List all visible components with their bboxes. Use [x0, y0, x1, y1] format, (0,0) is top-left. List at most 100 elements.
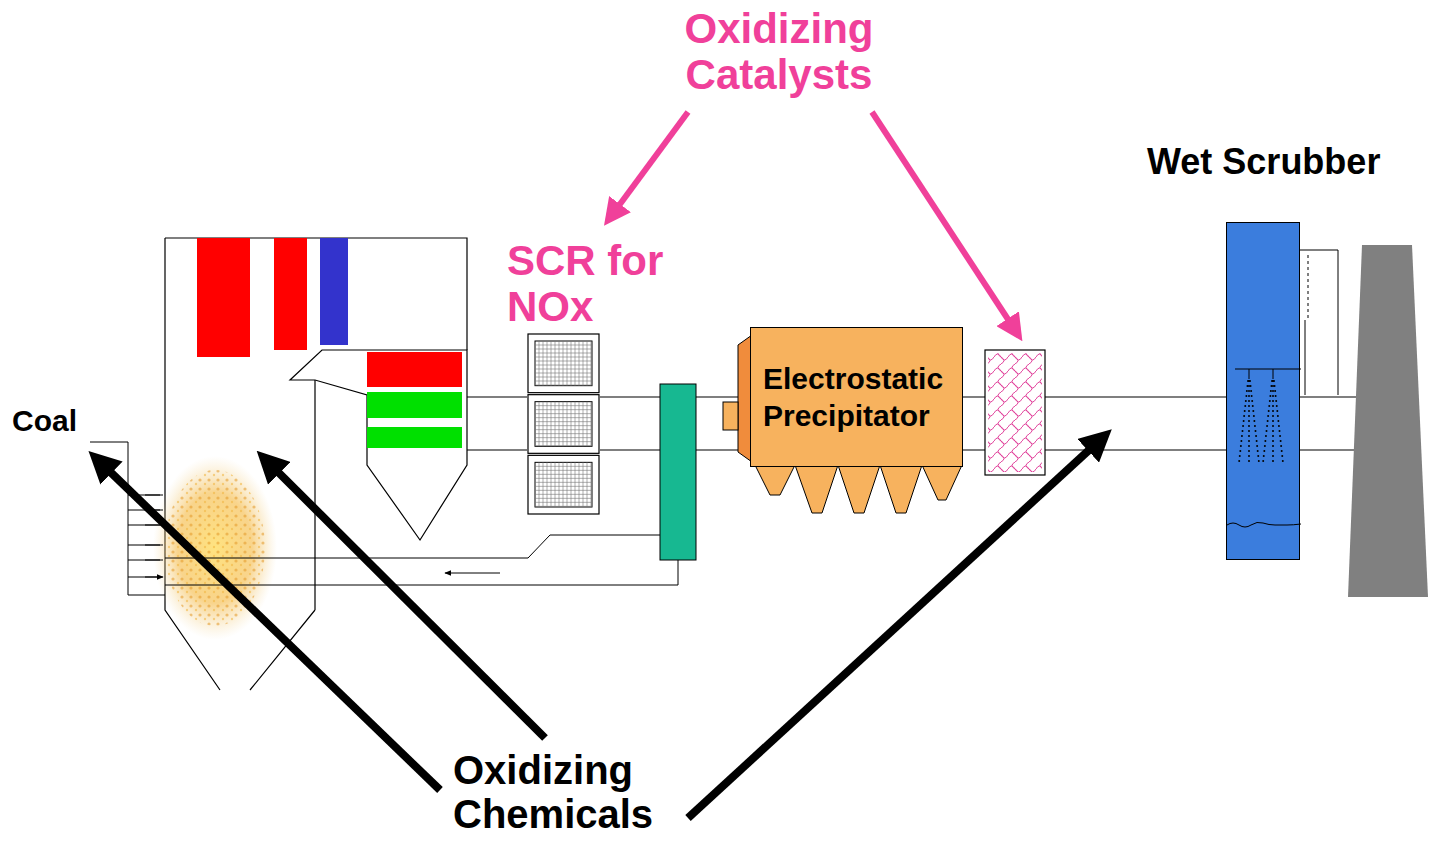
catalyst-grid: [579, 402, 580, 447]
spray-droplet: [1280, 440, 1282, 442]
spray-droplet: [1274, 390, 1276, 392]
spray-droplet: [1250, 385, 1252, 387]
catalyst-grid: [571, 341, 572, 386]
spray-droplet: [1249, 380, 1251, 382]
spray-droplet: [1239, 455, 1241, 457]
catalyst-grid: [535, 498, 592, 499]
catalyst-grid: [587, 341, 588, 386]
spray-droplet: [1248, 445, 1250, 447]
catalyst-grid: [535, 377, 592, 378]
spray-droplet: [1272, 450, 1274, 452]
heading-label: Wet Scrubber: [1147, 141, 1380, 183]
catalyst-grid: [583, 402, 584, 447]
catalyst-modules: [527, 333, 600, 515]
spray-droplet: [1248, 395, 1250, 397]
catalyst-grid: [535, 365, 592, 366]
heading-label: SCR for NOx: [507, 238, 697, 329]
catalyst-grid: [535, 409, 592, 410]
catalyst-texture: [988, 353, 1042, 472]
air-return-duct: [165, 535, 678, 585]
box-label: Electrostatic Precipitator: [763, 360, 952, 435]
spray-droplet: [1272, 460, 1274, 462]
catalyst-grid: [567, 462, 568, 507]
catalyst-grid: [579, 341, 580, 386]
spray-droplet: [1243, 420, 1245, 422]
catalyst-grid: [587, 402, 588, 447]
bypass-damper: [1308, 255, 1309, 320]
oxidizing-catalyst-block: [985, 350, 1045, 475]
spray-droplet: [1272, 455, 1274, 457]
spray-droplet: [1257, 450, 1259, 452]
catalyst-grid: [535, 425, 592, 426]
catalyst-grid: [535, 353, 592, 354]
spray-droplet: [1248, 440, 1250, 442]
catalyst-grid: [535, 490, 592, 491]
spray-droplet: [1244, 410, 1246, 412]
catalyst-grid: [575, 402, 576, 447]
spray-droplet: [1248, 405, 1250, 407]
spray-droplet: [1248, 420, 1250, 422]
catalyst-grid: [555, 462, 556, 507]
esp-inlet-flange: [723, 402, 738, 430]
catalyst-grid: [543, 402, 544, 447]
catalyst-grid: [535, 421, 592, 422]
economizer-red: [367, 352, 462, 387]
spray-droplet: [1272, 400, 1274, 402]
catalyst-grid: [563, 402, 564, 447]
spray-droplet: [1272, 430, 1274, 432]
spray-droplet: [1281, 455, 1283, 457]
spray-droplet: [1268, 405, 1270, 407]
catalyst-grid: [535, 349, 592, 350]
catalyst-grid: [583, 341, 584, 386]
catalyst-grid: [571, 402, 572, 447]
catalyst-frame: [535, 402, 592, 447]
input-label: Coal: [12, 404, 77, 437]
spray-droplet: [1238, 460, 1240, 462]
catalyst-grid: [535, 357, 592, 358]
catalyst-grid: [575, 462, 576, 507]
spray-droplet: [1248, 425, 1250, 427]
spray-droplet: [1256, 445, 1258, 447]
spray-droplet: [1264, 440, 1266, 442]
catalyst-grid: [563, 462, 564, 507]
spray-droplet: [1241, 435, 1243, 437]
economizer-green: [367, 392, 462, 418]
spray-droplet: [1277, 415, 1279, 417]
catalyst-grid: [551, 341, 552, 386]
catalyst-grid: [535, 433, 592, 434]
spray-droplet: [1272, 405, 1274, 407]
catalyst-grid: [575, 341, 576, 386]
spray-droplet: [1274, 385, 1276, 387]
spray-droplet: [1248, 450, 1250, 452]
spray-droplet: [1251, 395, 1253, 397]
catalyst-grid: [535, 466, 592, 467]
scr-reactor: SCR for NOx: [527, 333, 600, 515]
spray-droplet: [1242, 425, 1244, 427]
spray-droplet: [1279, 430, 1281, 432]
spray-droplet: [1276, 405, 1278, 407]
precipitator-box: Electrostatic Precipitator: [750, 327, 963, 467]
catalyst-grid: [547, 341, 548, 386]
spray-droplet: [1248, 400, 1250, 402]
catalyst-grid: [539, 402, 540, 447]
spray-droplet: [1273, 380, 1275, 382]
spray-droplet: [1269, 400, 1271, 402]
catalyst-grid: [535, 474, 592, 475]
spray-nozzle: [1249, 369, 1250, 379]
spray-droplet: [1247, 380, 1249, 382]
spray-droplet: [1276, 410, 1278, 412]
spray-droplet: [1240, 440, 1242, 442]
spray-droplet: [1248, 380, 1250, 382]
catalyst-grid: [535, 345, 592, 346]
leader-arrow: [268, 462, 545, 738]
catalyst-grid: [535, 429, 592, 430]
catalyst-grid: [567, 402, 568, 447]
catalyst-grid: [555, 402, 556, 447]
catalyst-grid: [591, 402, 592, 447]
catalyst-grid: [535, 486, 592, 487]
spray-droplet: [1272, 395, 1274, 397]
catalyst-grid: [535, 437, 592, 438]
spray-droplet: [1248, 435, 1250, 437]
spray-droplet: [1254, 425, 1256, 427]
spray-droplet: [1248, 410, 1250, 412]
